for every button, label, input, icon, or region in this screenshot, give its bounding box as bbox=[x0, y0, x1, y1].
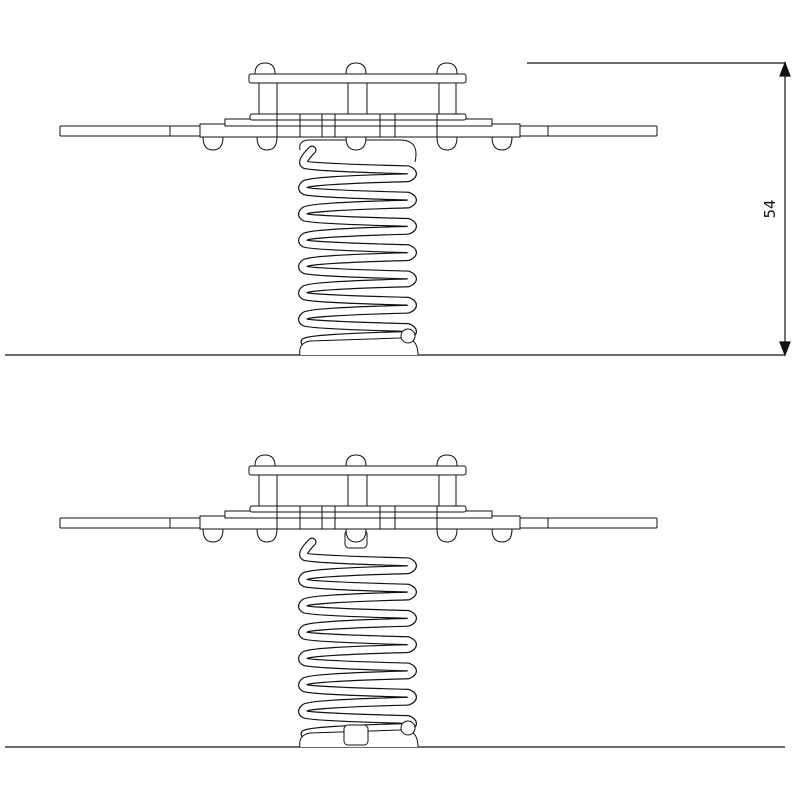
spring-rocker-view-compressed bbox=[5, 62, 785, 356]
dimension-label: 54 bbox=[761, 199, 779, 218]
bolt-head-icon bbox=[491, 528, 513, 543]
bolt-head-icon bbox=[256, 528, 278, 543]
handle-post bbox=[438, 82, 457, 115]
spring-coil bbox=[299, 538, 416, 746]
height-dimension bbox=[527, 61, 791, 357]
spring-base-hook bbox=[400, 720, 416, 736]
handle-bar bbox=[248, 465, 467, 476]
bolt-head-icon bbox=[256, 136, 278, 151]
arrow-up-icon bbox=[779, 61, 791, 77]
bolt-head-icon bbox=[345, 136, 367, 151]
bolt-head-icon bbox=[436, 62, 458, 75]
bolt-head-icon bbox=[436, 454, 458, 467]
upper-mount-plate bbox=[249, 505, 467, 513]
bolt-head-icon bbox=[254, 62, 276, 75]
bolt-head-icon bbox=[254, 454, 276, 467]
spring-base-mount bbox=[299, 337, 419, 356]
handle-post bbox=[347, 82, 368, 115]
handle-post bbox=[347, 474, 368, 507]
handle-bar bbox=[248, 73, 467, 84]
chain-link-icon bbox=[343, 724, 369, 746]
spring-rocker-view-alternate bbox=[5, 454, 785, 748]
arrow-down-icon bbox=[779, 341, 791, 357]
bolt-head-icon bbox=[345, 454, 367, 467]
bolt-head-icon bbox=[202, 528, 224, 543]
handle-post bbox=[258, 82, 278, 115]
handle-post bbox=[438, 474, 457, 507]
upper-mount-plate bbox=[249, 113, 467, 121]
bolt-head-icon bbox=[202, 136, 224, 151]
bolt-head-icon bbox=[345, 62, 367, 75]
bolt-head-icon bbox=[436, 136, 458, 151]
bolt-head-icon bbox=[491, 136, 513, 151]
handle-post bbox=[258, 474, 278, 507]
bolt-head-icon bbox=[436, 528, 458, 543]
spring-coil bbox=[299, 146, 416, 354]
spring-base-hook bbox=[400, 328, 416, 344]
bolt-head-icon bbox=[345, 528, 367, 543]
